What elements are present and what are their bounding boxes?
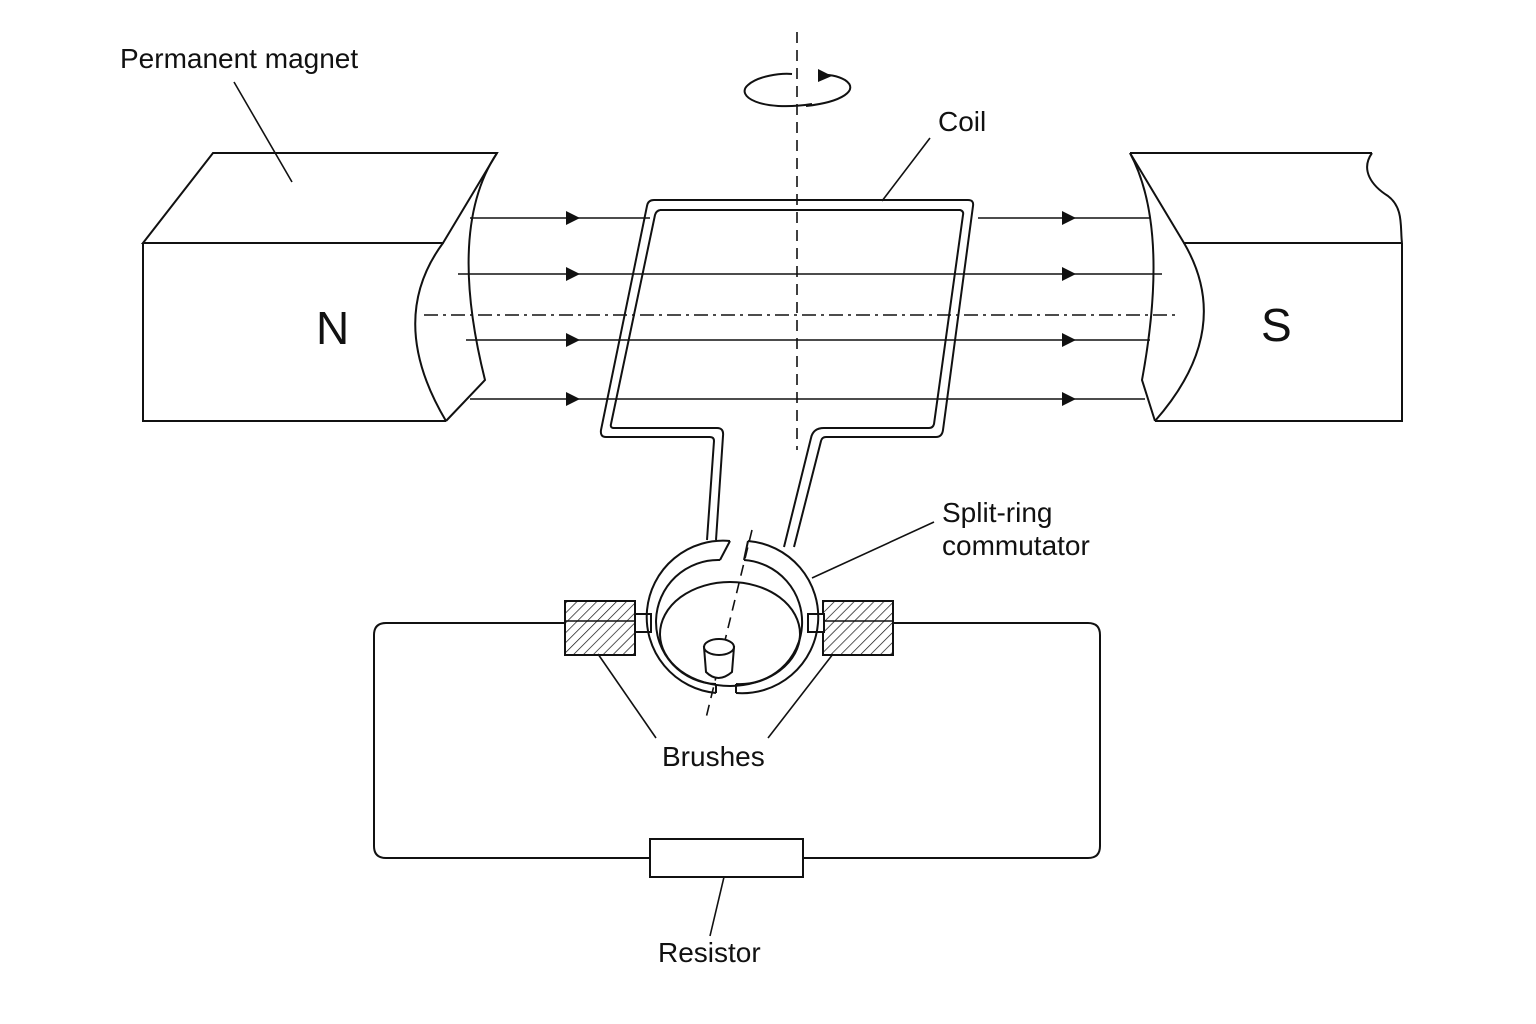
- left-brush: [564, 600, 652, 656]
- permanent-magnet-label: Permanent magnet: [120, 43, 358, 74]
- south-magnet: [1129, 152, 1403, 422]
- resistor: [649, 838, 804, 878]
- circuit-wire: [373, 622, 1101, 859]
- split-ring-commutator: [645, 529, 820, 719]
- shaft: [702, 638, 736, 679]
- brushes-label: Brushes: [662, 741, 765, 772]
- south-pole-label: S: [1261, 299, 1292, 351]
- rotation-arrow-icon: [743, 69, 852, 108]
- leader-lines: [233, 81, 935, 937]
- split-ring-label-line1: Split-ring: [942, 497, 1052, 528]
- north-pole-label: N: [316, 302, 349, 354]
- coil-label: Coil: [938, 106, 986, 137]
- coil: [599, 199, 975, 548]
- resistor-label: Resistor: [658, 937, 761, 968]
- field-lines: [458, 211, 1162, 406]
- split-ring-label-line2: commutator: [942, 530, 1090, 561]
- north-magnet: [140, 152, 499, 422]
- right-brush: [807, 600, 894, 656]
